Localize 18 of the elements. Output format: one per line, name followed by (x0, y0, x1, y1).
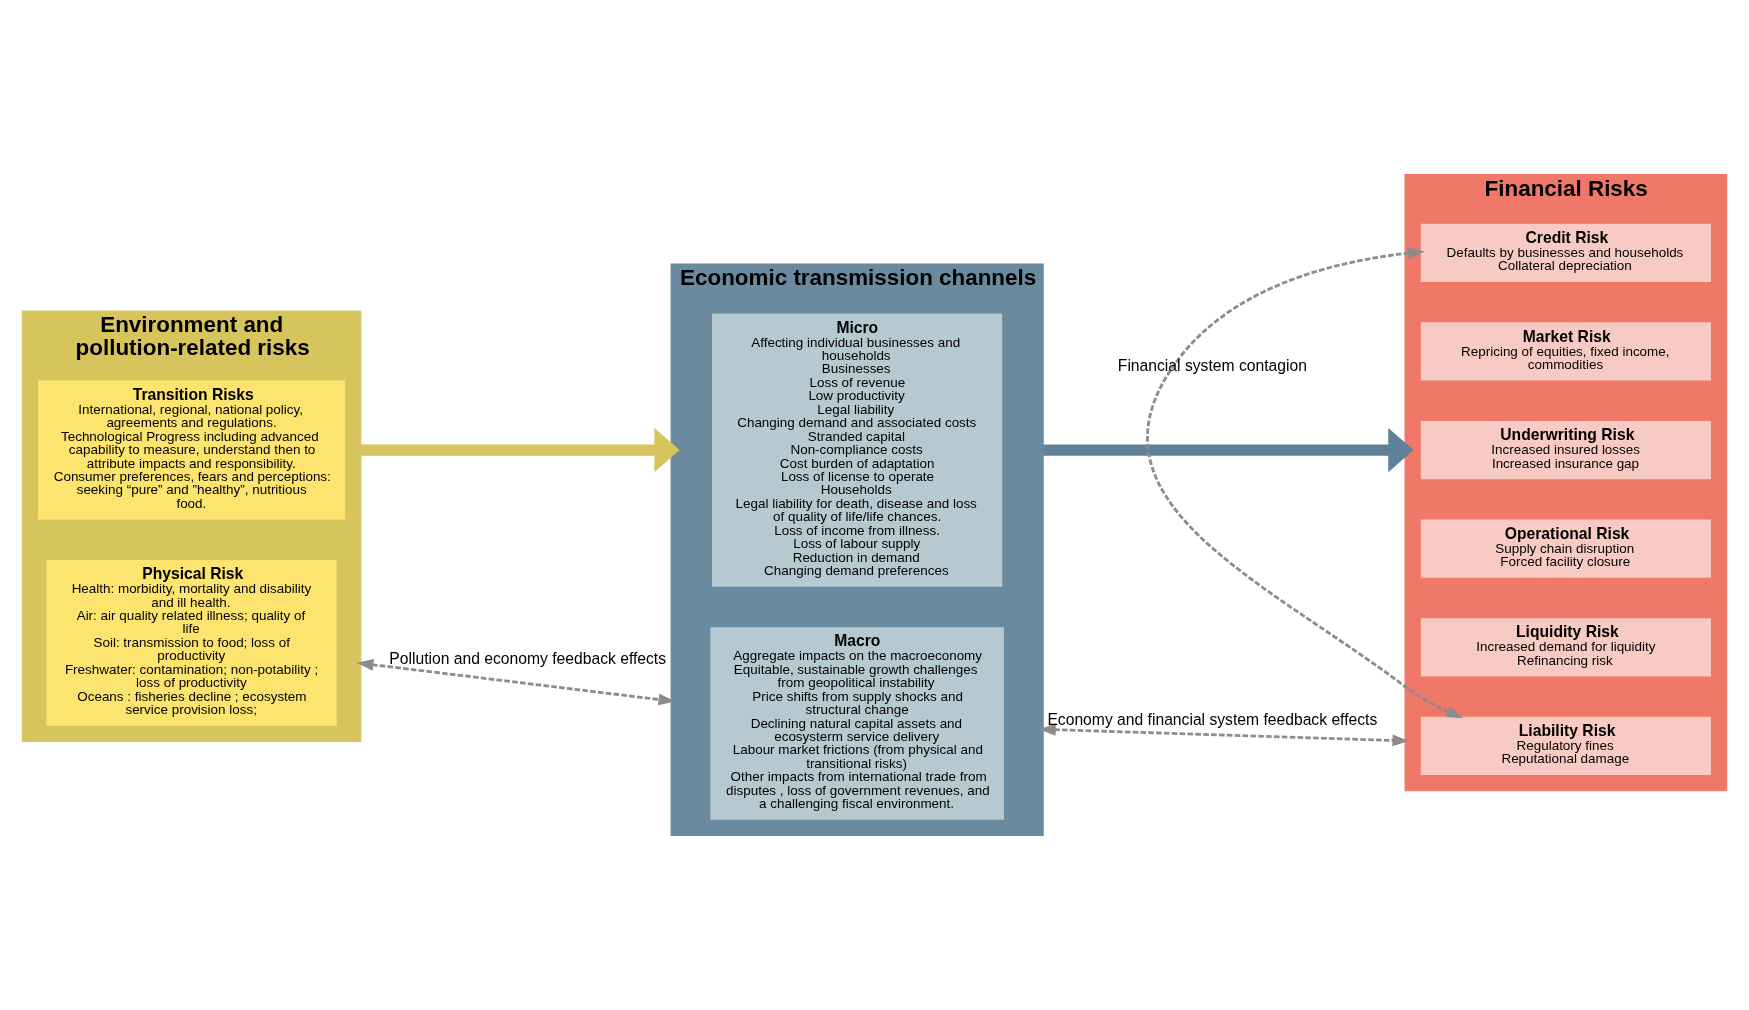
node-box: Operational Risk Supply chain disruption Forced facility closure (1420, 519, 1711, 578)
node-box: Macro Aggregate impacts on the macroeconomy Equitable, sustainable growth challenges from geopolitical instability Price shifts from supply shocks and structural change Declining natural capital assets and ecosysterm service delivery Labour market frictions (from physical and transitional risks) Other impacts from international trade from disputes , loss of government revenues, and a challenging fiscal environment. (710, 627, 1004, 820)
node-box: Market Risk Repricing of equities, fixed income, commodities (1420, 322, 1711, 381)
node-box: Liquidity Risk Increased demand for liquidity Refinancing risk (1420, 618, 1711, 677)
edge-label: Pollution and economy feedback effects (389, 650, 667, 668)
node-box: Physical Risk Health: morbidity, mortality and disability and ill health. Air: air quality related illness; quality of life Soil: transmission to food; loss of productivity Freshwater: contamination; non-potability ; loss of productivity Oceans : fisheries decline ; ecosystem service provision loss; (46, 559, 337, 726)
node-box: Credit Risk Defaults by businesses and households Collateral depreciation (1420, 223, 1711, 282)
node-box: Liability Risk Regulatory fines Reputational damage (1420, 716, 1711, 776)
edge-label: Economy and financial system feedback effects (1047, 710, 1378, 728)
node-box: Underwriting Risk Increased insured losses Increased insurance gap (1420, 420, 1711, 480)
edge-label: Financial system contagion (1117, 357, 1307, 375)
node-box: Transition Risks International, regional, national policy, agreements and regulations. Technological Progress including advanced capability to measure, understand then to attribute impacts and responsibility. Consumer preferences, fears and perceptions: seeking “pure” and ”healthy”, nutritious food. (38, 380, 346, 520)
arrow (1147, 247, 1464, 719)
node-box: Micro Affecting individual businesses and households Businesses Loss of revenue Low productivity Legal liability Changing demand and associated costs Stranded capital Non-compliance costs Cost burden of adaptation Loss of license to operate Households Legal liability for death, disease and loss of quality of life/life chances. Loss of income from illness. Loss of labour supply Reduction in demand Changing demand preferences (712, 313, 1003, 587)
arrow (360, 427, 680, 473)
arrow (1043, 427, 1414, 473)
arrow (1038, 723, 1410, 747)
arrow (356, 658, 676, 706)
